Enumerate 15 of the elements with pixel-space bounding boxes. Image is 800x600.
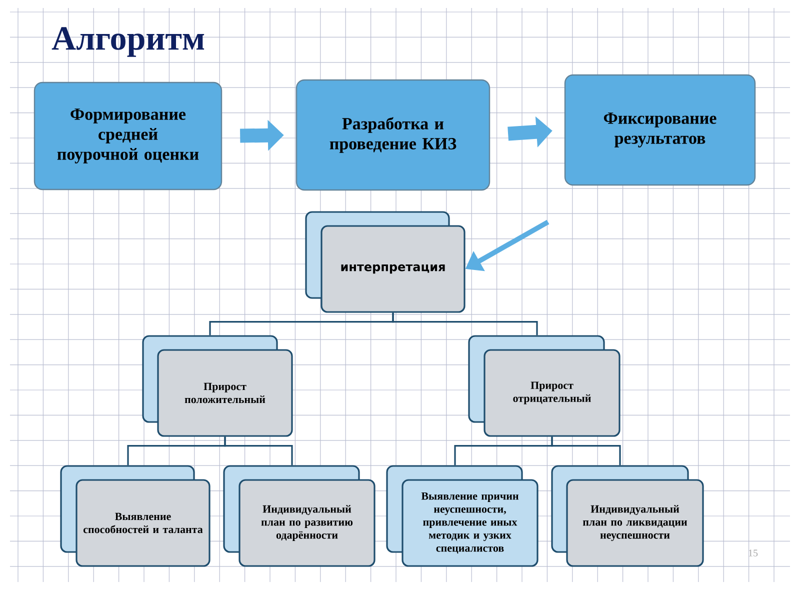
connector-line — [551, 436, 621, 466]
process-box: Фиксирование результатов — [564, 74, 756, 186]
stacked-box: Индивидуальный план по развитию одарённости — [223, 465, 376, 567]
page-number: 15 — [748, 550, 758, 556]
title: Алгоритм — [52, 27, 204, 57]
connector-line — [392, 312, 538, 336]
stacked-box: Выявление причин неуспешности, привлечение иных методик и узких специалистов — [386, 465, 538, 567]
stacked-box: Прирост отрицательный — [468, 335, 620, 437]
process-box: Разработка и проведение КИЗ — [296, 79, 490, 191]
connector-line — [224, 436, 293, 466]
stacked-box: Индивидуальный план по ликвидации неуспешности — [551, 465, 704, 567]
process-box: Формирование средней поурочной оценки — [34, 82, 222, 190]
stacked-box: интерпретация — [305, 211, 466, 313]
stacked-box: Прирост положительный — [142, 335, 293, 437]
stacked-box: Выявление способностей и таланта — [60, 465, 210, 567]
